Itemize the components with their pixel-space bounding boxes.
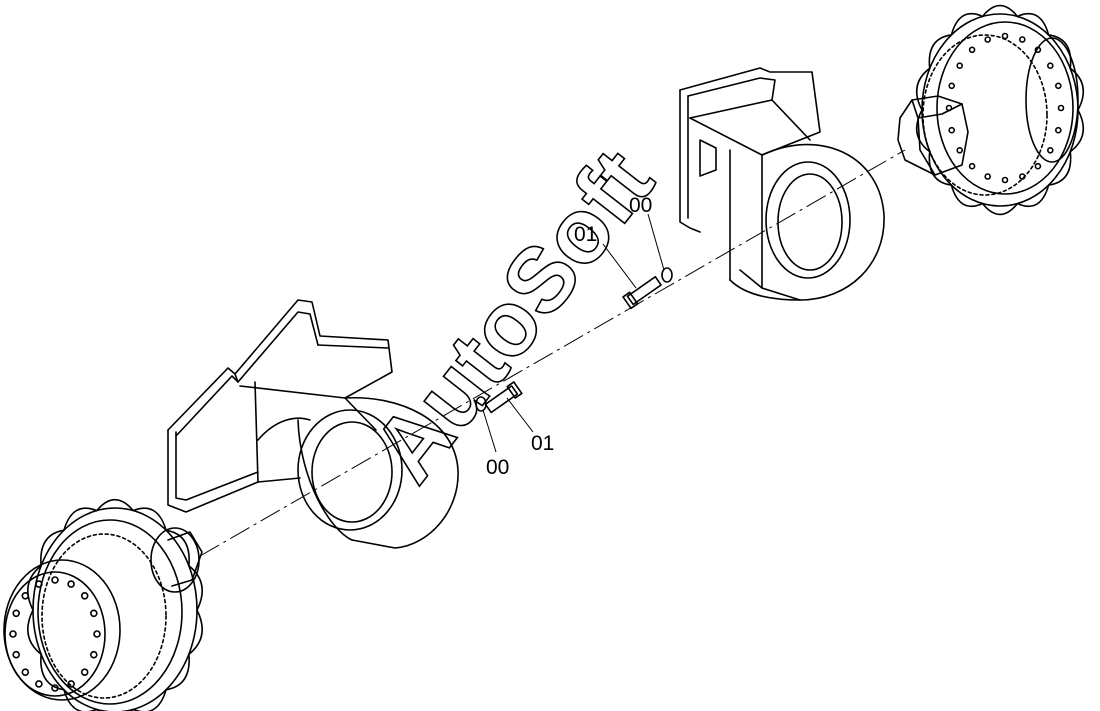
sprocket-tooth xyxy=(950,184,984,208)
sprocket-tooth xyxy=(1069,67,1085,111)
lower-cover-bolts xyxy=(9,576,101,692)
bolt-hole xyxy=(956,62,964,69)
sprocket-tooth xyxy=(1047,34,1072,70)
sprocket-tooth xyxy=(1016,184,1050,208)
watermark-text: AutoSoft xyxy=(353,132,672,501)
bolt-hole xyxy=(1055,82,1062,90)
sprocket-tooth xyxy=(950,12,984,36)
bolt-hole xyxy=(1001,176,1009,184)
bolt-hole xyxy=(1034,162,1042,170)
sprocket-tooth xyxy=(165,653,190,691)
bolt-hole xyxy=(21,668,30,677)
sprocket-tooth xyxy=(928,34,953,70)
upper-final-drive-assembly xyxy=(897,4,1085,216)
sprocket-tooth xyxy=(27,564,42,611)
bolt-hole xyxy=(67,680,75,688)
sprocket-tooth xyxy=(40,653,65,691)
lower-frame-bracket xyxy=(167,299,459,549)
sprocket-tooth xyxy=(1016,12,1050,36)
bolt-hole xyxy=(1055,126,1062,134)
callout-lower-bolt: 01 xyxy=(531,432,554,455)
bolt-hole xyxy=(80,668,89,677)
bolt-hole xyxy=(67,580,75,588)
callout-upper-washer: 00 xyxy=(629,194,652,217)
bolt-hole xyxy=(9,630,17,638)
sprocket-tooth xyxy=(132,507,167,532)
sprocket-tooth xyxy=(1047,150,1072,186)
bolt-hole xyxy=(35,680,43,688)
bolt-hole xyxy=(945,104,953,112)
bolt-hole xyxy=(968,46,976,54)
bolt-hole xyxy=(51,684,59,692)
upper-bolt xyxy=(622,275,662,310)
sprocket-tooth xyxy=(981,202,1019,216)
bolt-hole xyxy=(1047,147,1054,154)
sprocket-tooth xyxy=(96,498,134,512)
sprocket-tooth xyxy=(1069,109,1085,153)
leader-upper-washer xyxy=(647,213,665,271)
bolt-hole xyxy=(1018,36,1026,43)
upper-frame-bracket xyxy=(679,67,885,301)
callout-upper-bolt: 01 xyxy=(574,223,597,246)
bolt-hole xyxy=(90,650,98,659)
bolt-hole xyxy=(1001,32,1009,40)
leader-lower-washer xyxy=(482,409,497,453)
bolt-hole xyxy=(1034,46,1042,54)
center-axis-line xyxy=(199,149,906,557)
bolt-hole xyxy=(984,36,992,43)
sprocket-tooth xyxy=(40,529,65,567)
sprocket-tooth xyxy=(188,609,203,656)
bolt-hole xyxy=(984,173,992,180)
lower-final-drive-assembly xyxy=(3,498,203,711)
bolt-hole xyxy=(12,609,21,618)
sprocket-tooth xyxy=(27,609,42,656)
upper-washer xyxy=(661,267,673,283)
sprocket-tooth xyxy=(915,109,931,153)
lower-bolt xyxy=(484,381,523,414)
leader-upper-bolt xyxy=(602,243,637,289)
sprocket-tooth xyxy=(915,67,931,111)
bolt-hole xyxy=(21,591,30,600)
sprocket-tooth xyxy=(981,4,1019,18)
bolt-hole xyxy=(1018,173,1026,180)
upper-hydraulic-motor xyxy=(897,95,969,176)
callout-lower-washer: 00 xyxy=(486,456,509,479)
lower-drive-cover xyxy=(3,559,121,701)
sprocket-tooth xyxy=(63,507,98,532)
bolt-hole xyxy=(80,591,89,600)
bolt-hole xyxy=(90,609,98,618)
bolt-hole xyxy=(51,576,59,584)
bolt-hole xyxy=(93,630,101,638)
bolt-hole xyxy=(1057,104,1065,112)
leader-lower-bolt xyxy=(506,397,534,433)
bolt-hole xyxy=(948,82,956,90)
sprocket-tooth xyxy=(165,529,190,567)
sprocket-tooth xyxy=(188,564,203,611)
bolt-hole xyxy=(1047,62,1054,69)
upper-motor-bolts xyxy=(945,32,1065,184)
lower-washer xyxy=(475,396,487,412)
upper-sprocket xyxy=(915,4,1085,216)
bolt-hole xyxy=(12,650,21,659)
bolt-hole xyxy=(968,162,976,170)
bolt-hole xyxy=(956,147,964,154)
bolt-hole xyxy=(35,580,43,588)
bolt-hole xyxy=(948,126,956,134)
